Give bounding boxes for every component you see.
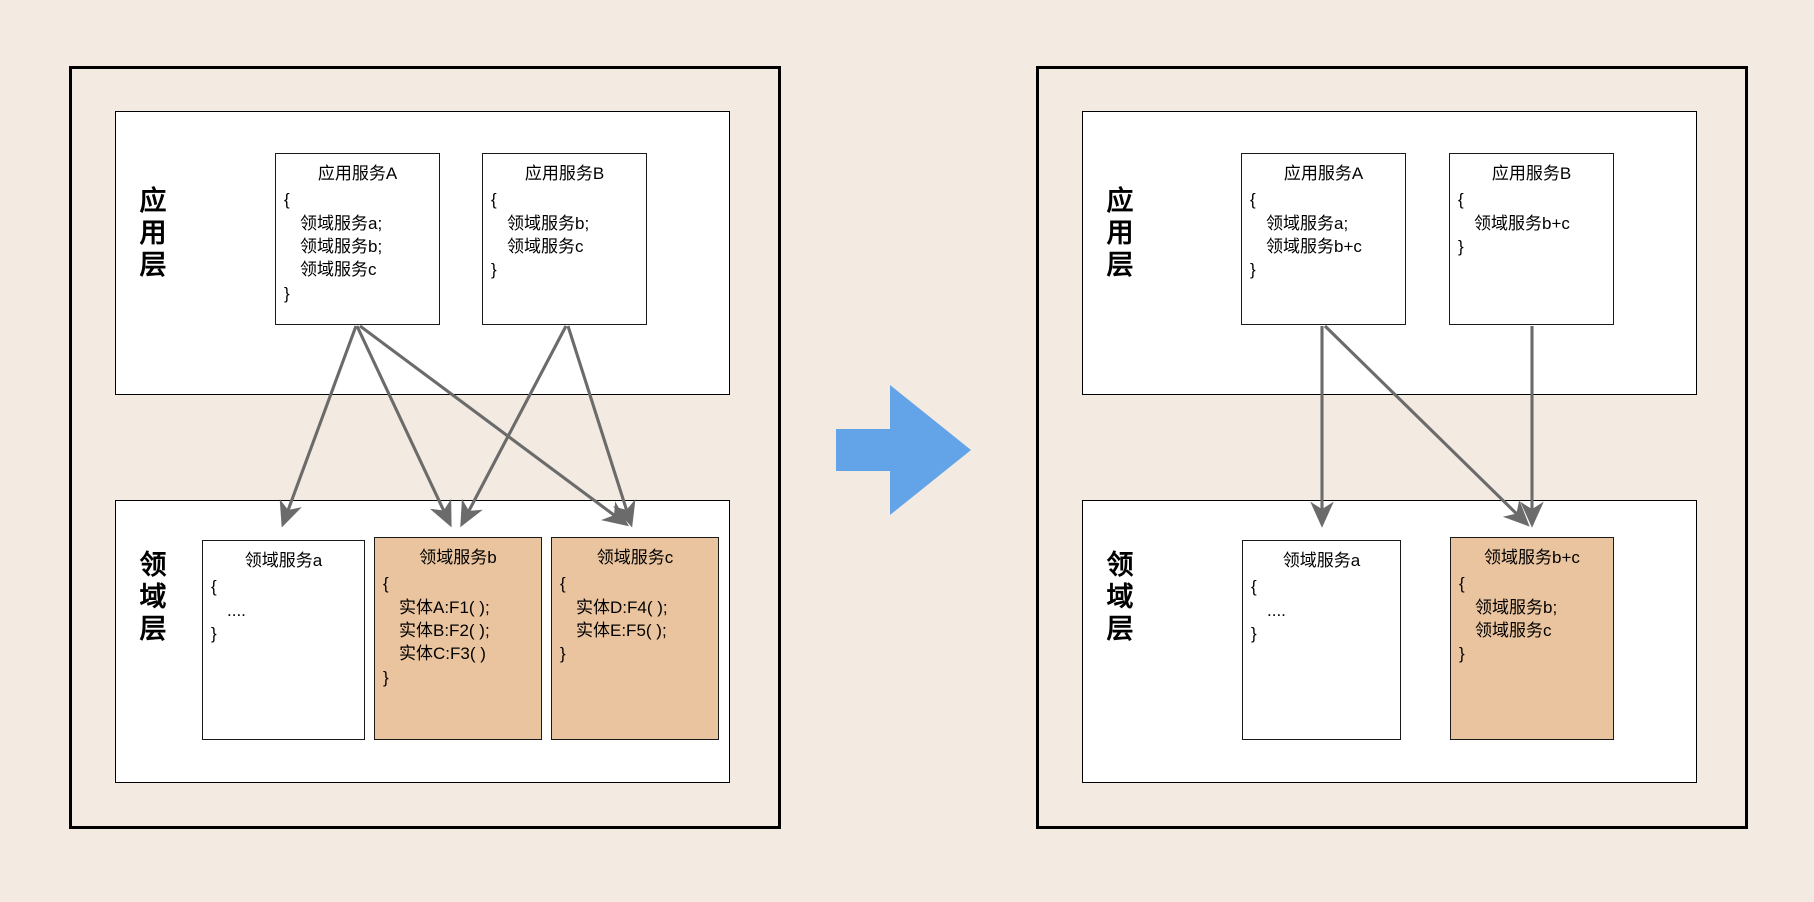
box-body-line: 领域服务b; (507, 213, 590, 233)
box-body-line: } (383, 667, 389, 687)
box-title: 领域服务c (596, 548, 674, 567)
box-body: { 领域服务b; 领域服务c} (483, 188, 646, 281)
before-domain-layer-label: 领域层 (139, 550, 167, 644)
box-title: 应用服务B (1491, 164, 1572, 183)
box-body-line: { (491, 190, 497, 210)
box-body: { 实体D:F4( ); 实体E:F5( );} (552, 572, 718, 665)
box-body: { 领域服务b; 领域服务c} (1451, 572, 1613, 665)
after-app-service-a-box[interactable]: 应用服务A { 领域服务a; 领域服务b+c} (1241, 153, 1406, 325)
box-title: 应用服务A (1283, 164, 1364, 183)
box-body-line: 实体B:F2( ); (399, 620, 490, 640)
box-body-line: .... (1267, 600, 1286, 620)
box-body-line: 实体C:F3( ) (399, 644, 486, 664)
box-body-line: } (211, 623, 217, 643)
box-body: { 领域服务b+c} (1450, 188, 1613, 258)
box-body-line: { (211, 577, 217, 597)
box-body: {....} (203, 575, 364, 645)
box-body-line: 实体A:F1( ); (399, 597, 490, 617)
box-title: 领域服务b (419, 548, 497, 567)
box-body-line: { (383, 574, 389, 594)
before-app-service-b-box[interactable]: 应用服务B { 领域服务b; 领域服务c} (482, 153, 647, 325)
after-domain-layer-label: 领域层 (1106, 550, 1134, 644)
box-body-line: } (491, 260, 497, 280)
box-body-line: { (284, 190, 290, 210)
box-body-line: 领域服务b+c (1474, 213, 1570, 233)
box-body-line: .... (227, 600, 246, 620)
box-body-line: { (1250, 190, 1256, 210)
before-domain-service-c-box[interactable]: 领域服务c { 实体D:F4( ); 实体E:F5( );} (551, 537, 719, 740)
box-body-line: { (1458, 190, 1464, 210)
box-body-line: } (1459, 644, 1465, 664)
box-body-line: } (1251, 623, 1257, 643)
box-body-line: 领域服务a; (300, 213, 383, 233)
before-app-service-a-box[interactable]: 应用服务A { 领域服务a; 领域服务b; 领域服务c} (275, 153, 440, 325)
before-domain-service-a-box[interactable]: 领域服务a {....} (202, 540, 365, 740)
box-body-line: } (560, 644, 566, 664)
box-body-line: 领域服务c (507, 236, 584, 256)
box-title: 领域服务a (244, 551, 323, 570)
box-body-line: } (1458, 236, 1464, 256)
box-body: { 实体A:F1( ); 实体B:F2( ); 实体C:F3( )} (375, 572, 541, 688)
after-domain-service-b-c-box[interactable]: 领域服务b+c { 领域服务b; 领域服务c} (1450, 537, 1614, 740)
box-body-line: 领域服务c (300, 260, 377, 280)
box-body-line: 领域服务b; (300, 236, 383, 256)
before-domain-service-b-box[interactable]: 领域服务b { 实体A:F1( ); 实体B:F2( ); 实体C:F3( )} (374, 537, 542, 740)
box-body-line: { (1251, 577, 1257, 597)
box-body-line: { (560, 574, 566, 594)
after-domain-service-a-box[interactable]: 领域服务a {....} (1242, 540, 1401, 740)
box-body-line: 领域服务c (1475, 620, 1552, 640)
box-body-line: } (284, 283, 290, 303)
box-title: 应用服务A (317, 164, 398, 183)
box-body: {....} (1243, 575, 1400, 645)
box-title: 领域服务b+c (1484, 548, 1580, 567)
after-application-layer-label: 应用层 (1106, 186, 1134, 280)
box-body-line: 实体D:F4( ); (576, 597, 668, 617)
right-arrow-icon (836, 385, 971, 515)
box-body-line: } (1250, 260, 1256, 280)
box-title: 应用服务B (524, 164, 605, 183)
box-body-line: 领域服务a; (1266, 213, 1349, 233)
box-body: { 领域服务a; 领域服务b+c} (1242, 188, 1405, 281)
box-body-line: 领域服务b; (1475, 597, 1558, 617)
box-body-line: 领域服务b+c (1266, 236, 1362, 256)
after-app-service-b-box[interactable]: 应用服务B { 领域服务b+c} (1449, 153, 1614, 325)
box-title: 领域服务a (1282, 551, 1361, 570)
box-body-line: { (1459, 574, 1465, 594)
box-body-line: 实体E:F5( ); (576, 620, 667, 640)
box-body: { 领域服务a; 领域服务b; 领域服务c} (276, 188, 439, 304)
before-application-layer-label: 应用层 (139, 186, 167, 280)
